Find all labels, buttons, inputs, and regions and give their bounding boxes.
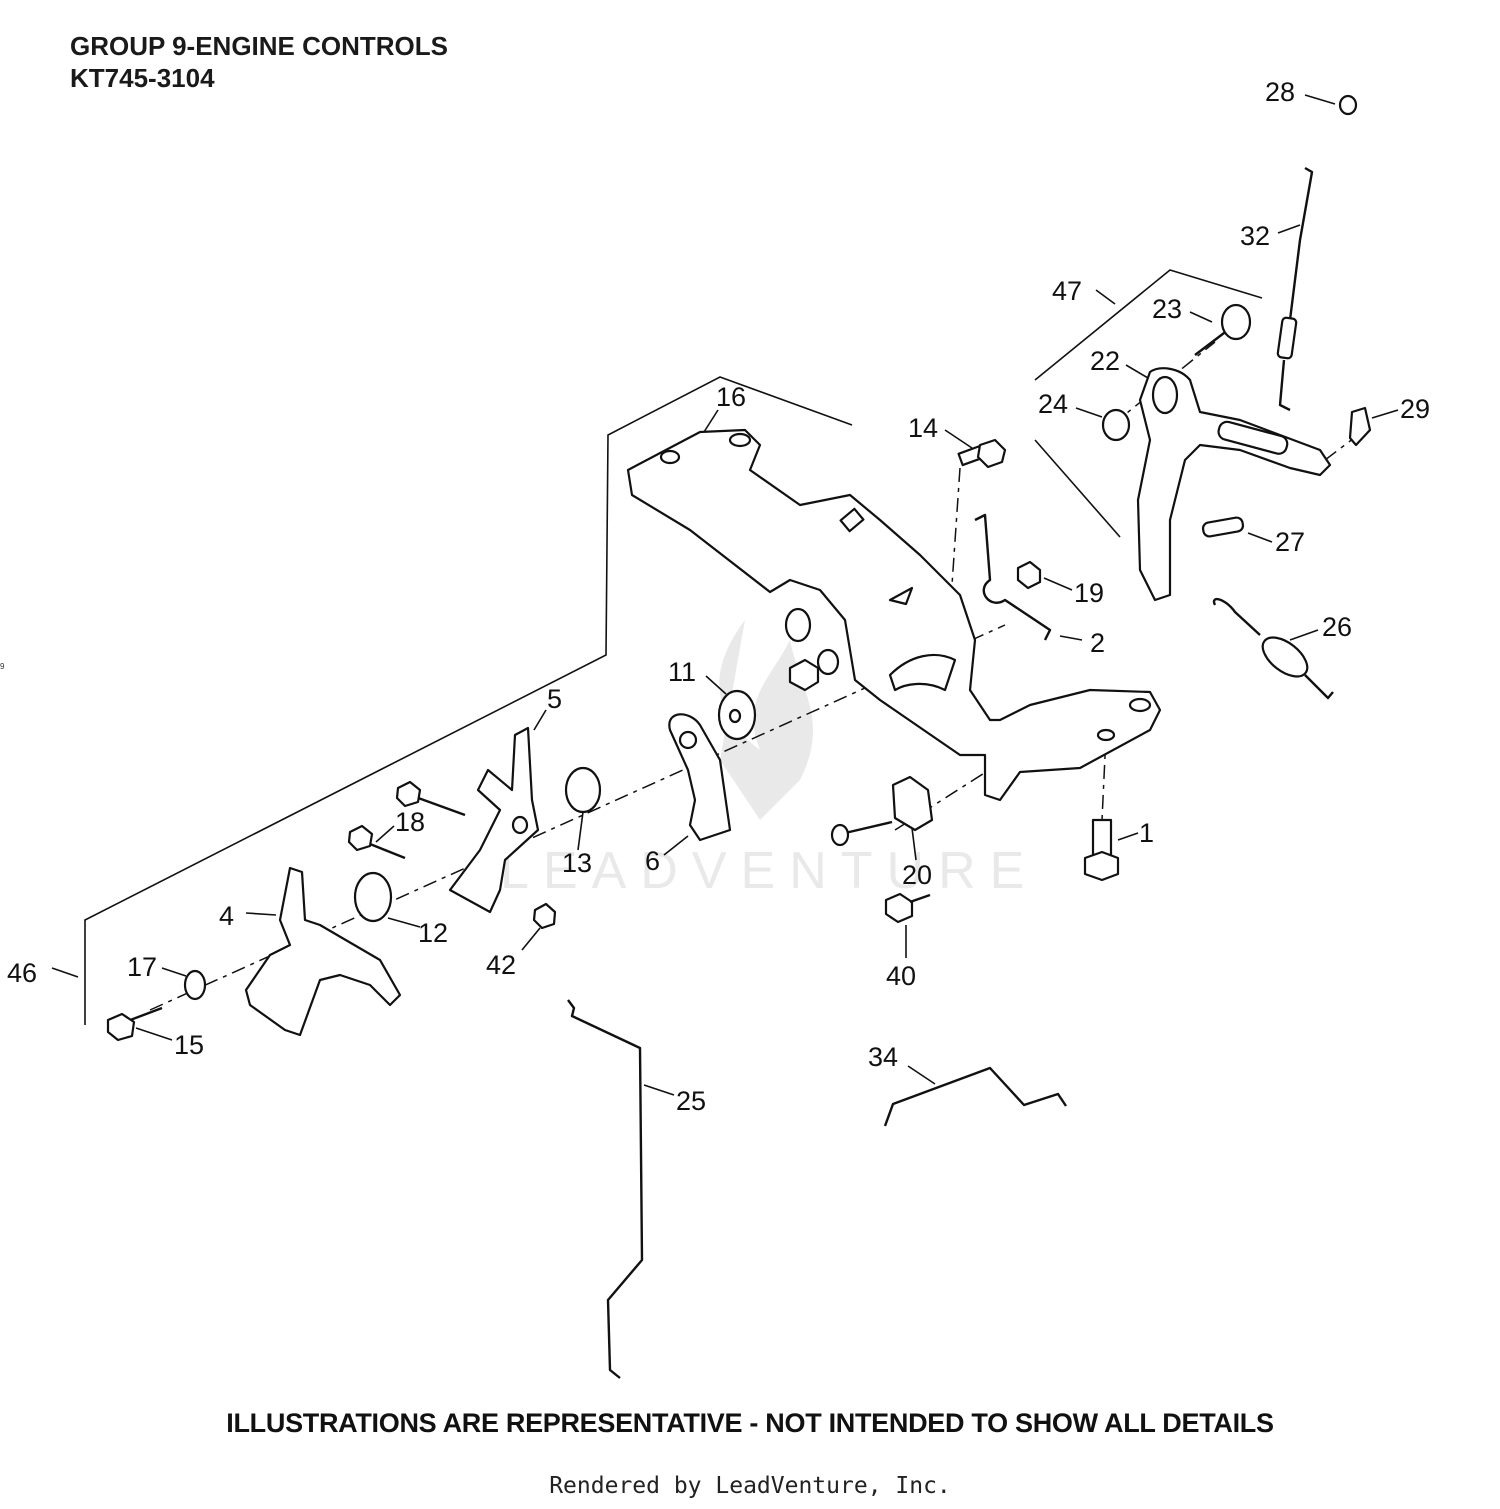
bolt-14 — [957, 438, 1007, 469]
bolt-15 — [106, 1006, 163, 1042]
washer-11-hole — [728, 708, 742, 724]
callout-42: 42 — [486, 950, 516, 980]
callout-22: 22 — [1090, 346, 1120, 376]
callout-13: 13 — [562, 848, 592, 878]
knob-23 — [1194, 303, 1252, 356]
group-bracket-47 — [1034, 269, 1263, 381]
washer-12 — [353, 871, 393, 923]
callout-24: 24 — [1038, 389, 1068, 419]
spring-26 — [1212, 597, 1334, 700]
bracket-square-hole — [839, 507, 865, 533]
rod-25 — [567, 999, 644, 1379]
callout-4: 4 — [219, 901, 234, 931]
lever-4 — [244, 866, 402, 1037]
callout-labels: 28 32 47 23 22 24 29 16 14 19 27 26 2 11… — [7, 77, 1430, 1116]
callout-12: 12 — [418, 918, 448, 948]
callout-34: 34 — [868, 1042, 898, 1072]
callout-11: 11 — [668, 657, 696, 687]
axis-line-14 — [951, 467, 961, 586]
callout-2: 2 — [1090, 628, 1105, 658]
bracket-hole — [1128, 697, 1152, 713]
bracket-hole — [1096, 728, 1116, 742]
bracket-hole — [659, 449, 681, 465]
group-title: GROUP 9-ENGINE CONTROLS — [70, 31, 449, 61]
washer-17 — [183, 969, 207, 1001]
washer-13 — [564, 766, 602, 814]
callout-28: 28 — [1265, 77, 1295, 107]
callout-27: 27 — [1275, 527, 1305, 557]
callout-25: 25 — [676, 1086, 706, 1116]
clip-20 — [830, 775, 934, 847]
rod-34 — [883, 1066, 1067, 1127]
callout-46: 46 — [7, 958, 37, 988]
callout-20: 20 — [902, 860, 932, 890]
lever-5-hole — [511, 815, 529, 835]
axis-line-1 — [1101, 734, 1107, 821]
plug-28 — [1338, 94, 1358, 116]
callout-26: 26 — [1322, 612, 1352, 642]
leader-lines — [51, 94, 1399, 1096]
bracket-hole — [728, 432, 752, 448]
diagram-header: GROUP 9-ENGINE CONTROLS KT745-3104 — [70, 30, 448, 94]
callout-23: 23 — [1152, 294, 1182, 324]
nut-19 — [1016, 560, 1042, 590]
bushing-washer — [816, 648, 840, 676]
callout-5: 5 — [547, 684, 562, 714]
bolt-1 — [1083, 818, 1120, 882]
callout-18: 18 — [395, 807, 425, 837]
callout-47: 47 — [1052, 276, 1082, 306]
callout-15: 15 — [174, 1030, 204, 1060]
bracket-slot — [888, 653, 957, 692]
throttle-lever-22 — [1136, 367, 1332, 602]
torsion-spring — [974, 513, 1052, 641]
lever-6 — [668, 713, 732, 842]
callout-17: 17 — [127, 952, 157, 982]
bushing — [784, 607, 812, 643]
callout-19: 19 — [1074, 578, 1104, 608]
watermark-text: LEADVENTURE — [500, 842, 1038, 900]
bolt-18 — [347, 780, 466, 860]
lever-5 — [448, 726, 540, 914]
disclaimer-text: ILLUSTRATIONS ARE REPRESENTATIVE - NOT I… — [226, 1408, 1274, 1438]
side-marker: 9 — [0, 662, 5, 671]
throttle-lever-slot — [1217, 420, 1289, 455]
callout-40: 40 — [886, 961, 916, 991]
bracket-triangle-hole — [888, 586, 914, 606]
callout-6: 6 — [645, 846, 660, 876]
callout-1: 1 — [1139, 818, 1154, 848]
nut-42 — [532, 902, 557, 930]
throttle-lever-hole — [1151, 375, 1179, 415]
group-bracket-47-lower — [1034, 439, 1121, 538]
clip-29 — [1348, 406, 1372, 447]
callout-16: 16 — [716, 382, 746, 412]
nut-24 — [1101, 408, 1131, 442]
hex-nut — [788, 658, 820, 692]
callout-32: 32 — [1240, 221, 1270, 251]
cable-32 — [1276, 166, 1314, 412]
lever-6-hole — [678, 730, 698, 750]
callout-14: 14 — [908, 413, 938, 443]
bolt-40 — [884, 892, 931, 924]
group-bracket-46 — [84, 376, 853, 1025]
callout-29: 29 — [1400, 394, 1430, 424]
spring-27 — [1201, 516, 1245, 538]
rendered-by-footer: Rendered by LeadVenture, Inc. — [549, 1473, 951, 1499]
model-number: KT745-3104 — [70, 63, 215, 93]
control-bracket-plate — [626, 428, 1162, 802]
